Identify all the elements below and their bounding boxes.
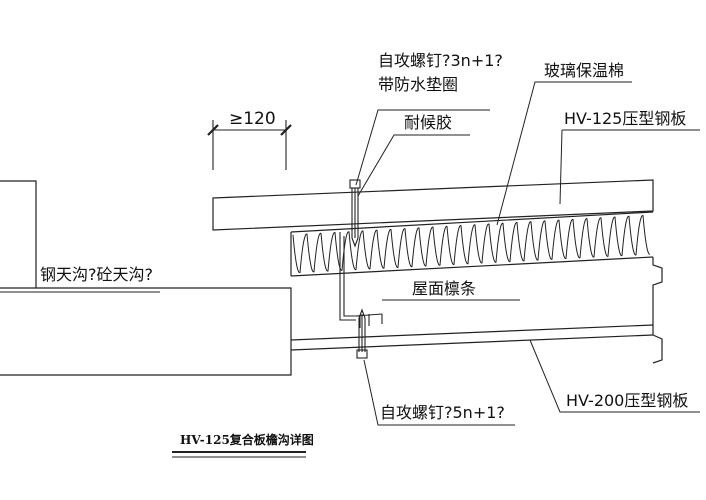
bottom-panel-label: HV-200压型钢板 (566, 391, 688, 410)
dimension-label: ≥120 (229, 109, 276, 129)
top-screw (349, 179, 361, 248)
gutter-label: 钢天沟?砼天沟? (40, 265, 153, 284)
bottom-steel-panel (290, 257, 663, 364)
drawing-title: HV-125复合板檐沟详图 (180, 432, 314, 447)
leader-lines (0, 81, 700, 426)
screw-top-label-2: 带防水垫圈 (378, 75, 458, 94)
insulation-layer (290, 211, 654, 277)
purlin-label: 屋面檩条 (412, 279, 476, 298)
bottom-screw (356, 308, 368, 359)
insulation-wave (292, 215, 651, 274)
top-steel-panel (212, 179, 654, 231)
dimension-120 (207, 120, 292, 170)
screw-top-label-1: 自攻螺钉?3n+1? (378, 51, 503, 70)
sealant-label: 耐候胶 (404, 113, 452, 132)
insulation-label: 玻璃保温棉 (544, 61, 624, 80)
top-panel-label: HV-125压型钢板 (564, 109, 686, 128)
screw-bottom-label: 自攻螺钉?5n+1? (380, 403, 505, 422)
gutter-outline (0, 180, 292, 376)
